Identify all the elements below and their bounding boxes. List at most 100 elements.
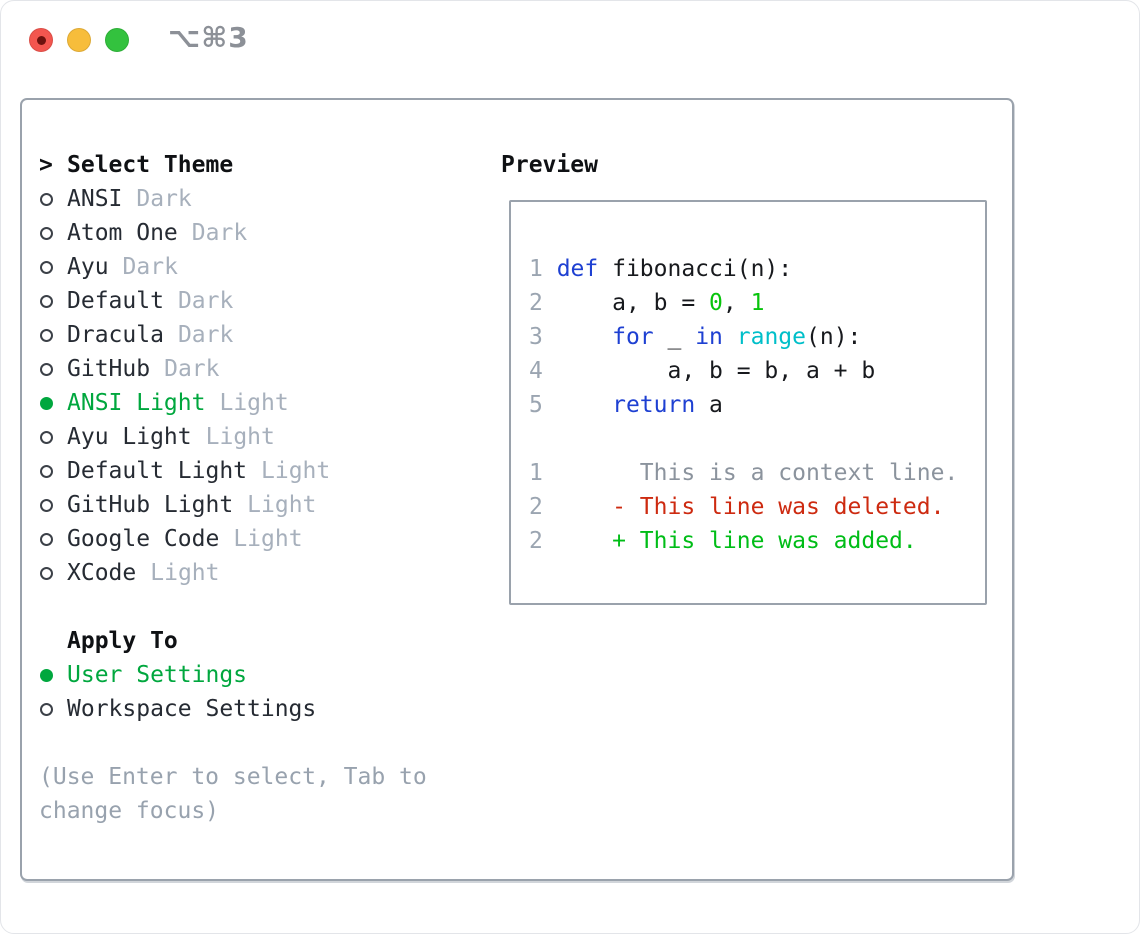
window-shortcut-label: ⌥⌘3 — [168, 21, 249, 54]
help-line: change focus) — [39, 798, 220, 824]
code-token — [557, 392, 612, 418]
radio-icon — [40, 566, 53, 580]
code-line: 5 return a — [529, 388, 977, 422]
code-token: (n): — [806, 324, 862, 350]
code-token: a, b = — [556, 290, 710, 316]
option-label: ANSI — [67, 186, 123, 212]
code-token: range — [736, 324, 806, 350]
code-token: 1 — [750, 290, 765, 316]
option-variant-tag: Dark — [136, 186, 192, 212]
radio-marker — [39, 566, 67, 580]
option-label: Default — [67, 288, 164, 314]
theme-option[interactable]: Default Dark — [39, 284, 479, 318]
traffic-lights — [29, 28, 129, 52]
help-text: (Use Enter to select, Tab to change focu… — [39, 760, 479, 828]
theme-option[interactable]: Atom One Dark — [39, 216, 479, 250]
radio-icon — [40, 532, 53, 546]
option-variant-tag: Light — [219, 390, 289, 416]
code-line: 4 a, b = b, a + b — [529, 354, 977, 388]
radio-marker — [39, 532, 67, 546]
option-label: GitHub — [67, 356, 151, 382]
code-token — [557, 494, 612, 520]
line-number: 1 — [529, 460, 557, 486]
radio-marker — [39, 668, 67, 682]
line-number: 1 — [529, 256, 557, 282]
code-line: 2 + This line was added. — [529, 524, 977, 558]
code-token — [557, 324, 612, 350]
radio-marker — [39, 328, 67, 342]
radio-marker — [39, 260, 67, 274]
select-theme-title: Select Theme — [67, 152, 234, 178]
option-variant-tag: Light — [261, 458, 331, 484]
option-label: Ayu Light — [67, 424, 192, 450]
line-number: 5 — [529, 392, 557, 418]
code-token: fibonacci(n): — [598, 256, 793, 282]
option-label: GitHub Light — [67, 492, 234, 518]
code-token — [723, 324, 737, 350]
close-button[interactable] — [29, 28, 53, 52]
radio-marker — [39, 702, 67, 716]
theme-option[interactable]: Dracula Dark — [39, 318, 479, 352]
radio-marker — [39, 396, 67, 410]
spacer — [39, 590, 479, 624]
line-number — [529, 426, 557, 452]
theme-option[interactable]: ANSI Dark — [39, 182, 479, 216]
minimize-button[interactable] — [67, 28, 91, 52]
code-token: , — [722, 290, 751, 316]
focus-caret: > — [39, 152, 53, 178]
radio-marker — [39, 226, 67, 240]
help-line: (Use Enter to select, Tab to — [39, 764, 427, 790]
apply-to-option[interactable]: User Settings — [39, 658, 479, 692]
apply-to-title: Apply To — [67, 628, 178, 654]
radio-marker — [39, 498, 67, 512]
option-variant-tag: Dark — [177, 288, 234, 314]
code-token: return — [612, 392, 696, 418]
radio-icon — [40, 260, 53, 274]
line-number: 4 — [529, 358, 557, 384]
option-label: ANSI Light — [67, 390, 206, 416]
zoom-button[interactable] — [105, 28, 129, 52]
code-token: def — [556, 256, 599, 282]
radio-marker — [39, 294, 67, 308]
option-label: Atom One — [67, 220, 178, 246]
option-label: Workspace Settings — [67, 696, 317, 722]
option-variant-tag: Dark — [191, 220, 248, 246]
theme-option[interactable]: Ayu Light Light — [39, 420, 479, 454]
code-token: a, b = b, a + b — [556, 358, 876, 384]
spacer — [39, 726, 479, 760]
preview-header: Preview — [501, 152, 598, 178]
theme-option[interactable]: Default Light Light — [39, 454, 479, 488]
option-label: User Settings — [67, 662, 248, 688]
option-variant-tag: Light — [233, 526, 303, 552]
option-variant-tag: Dark — [177, 322, 234, 348]
radio-icon — [40, 294, 53, 308]
option-label: Dracula — [67, 322, 164, 348]
option-variant-tag: Light — [205, 424, 275, 450]
radio-icon — [40, 498, 53, 512]
option-label: Ayu — [67, 254, 109, 280]
apply-to-option[interactable]: Workspace Settings — [39, 692, 479, 726]
radio-selected-icon — [40, 668, 53, 682]
code-token: _ — [653, 324, 696, 350]
radio-marker — [39, 362, 67, 376]
code-token: This is a context line. — [556, 460, 959, 486]
theme-option[interactable]: ANSI Light Light — [39, 386, 479, 420]
close-dot-icon — [36, 35, 46, 45]
code-line: 2 - This line was deleted. — [529, 490, 977, 524]
apply-to-header: Apply To — [39, 624, 479, 658]
code-token: + This line was added. — [612, 528, 917, 554]
line-number: 2 — [529, 290, 557, 316]
option-label: Default Light — [67, 458, 248, 484]
line-number: 2 — [529, 494, 557, 520]
